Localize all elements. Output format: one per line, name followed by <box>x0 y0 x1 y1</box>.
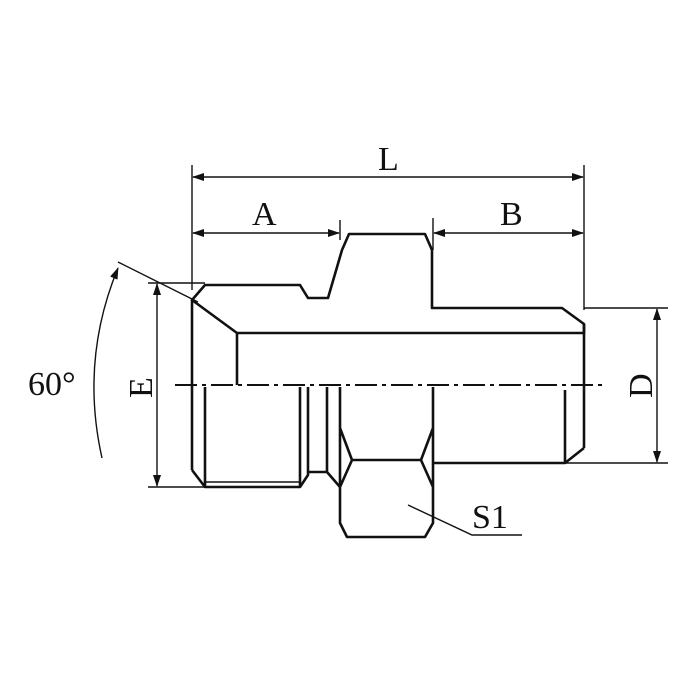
right-thread <box>433 390 585 465</box>
label-d: D <box>623 373 660 398</box>
label-e: E <box>123 377 160 398</box>
angle-arc <box>93 267 119 459</box>
label-l: L <box>378 141 399 178</box>
undercut <box>308 387 341 488</box>
hex-nut <box>338 387 435 539</box>
label-s1: S1 <box>472 499 508 536</box>
label-60-degrees: 60° <box>28 366 76 403</box>
left-thread <box>190 387 310 489</box>
section-hatched <box>190 232 586 335</box>
leader-s1 <box>407 504 522 536</box>
label-b: B <box>500 196 523 233</box>
label-a: A <box>252 196 277 233</box>
